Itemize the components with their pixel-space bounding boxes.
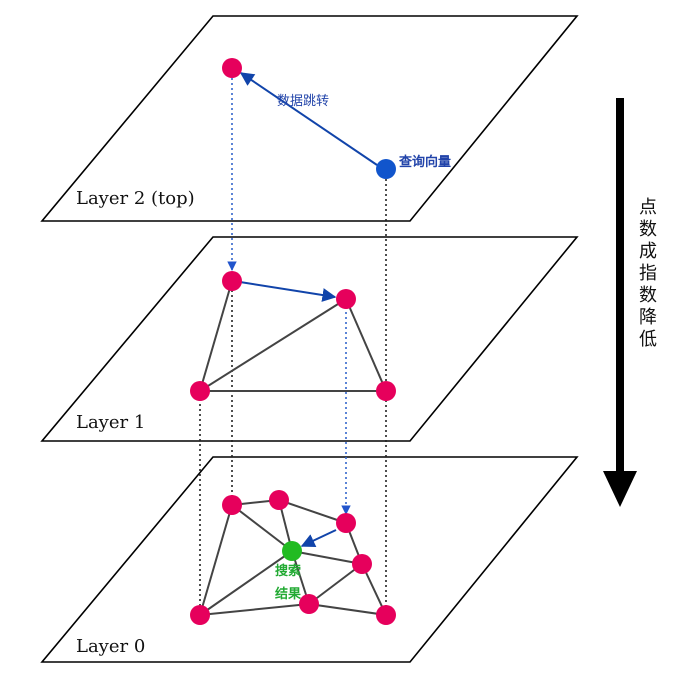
layer-2-label: Layer 2 (top) [76,188,195,209]
search-result-label-1: 搜索 [275,563,301,579]
layer-0-label: Layer 0 [76,636,145,657]
side-note: 点 数 成 指 数 降 低 [639,197,657,350]
node [222,58,242,78]
query-vector-label: 查询向量 [398,154,451,170]
layer-1-plane [40,236,579,442]
node [376,381,396,401]
data-jump-label: 数据跳转 [277,94,329,109]
query-node [376,159,396,179]
side-note-char: 降 [639,307,657,328]
side-note-char: 数 [639,219,657,240]
layer-1-edges [199,280,387,392]
node [269,490,289,510]
node [299,594,319,614]
layer-1-label: Layer 1 [76,412,145,433]
node [222,495,242,515]
layer-0-plane [40,456,579,663]
layer-0-nodes [190,490,396,625]
node [376,605,396,625]
node [190,381,210,401]
result-node [282,541,302,561]
side-note-char: 指 [639,263,657,284]
down-arrow-icon [603,98,637,507]
search-arrow-layer2 [239,72,378,166]
search-result-label-2: 结果 [275,586,301,602]
side-note-char: 点 [639,197,657,218]
node [222,271,242,291]
side-note-char: 成 [639,241,657,262]
search-arrow-layer1 [239,281,337,302]
layer-2-nodes [222,58,396,179]
side-note-char: 数 [639,285,657,306]
side-note-char: 低 [639,329,657,350]
layer-1-nodes [190,271,396,401]
node [336,513,356,533]
node [336,289,356,309]
node [352,554,372,574]
node [190,605,210,625]
search-arrow-layer0 [300,529,337,547]
vertical-links [199,78,387,606]
